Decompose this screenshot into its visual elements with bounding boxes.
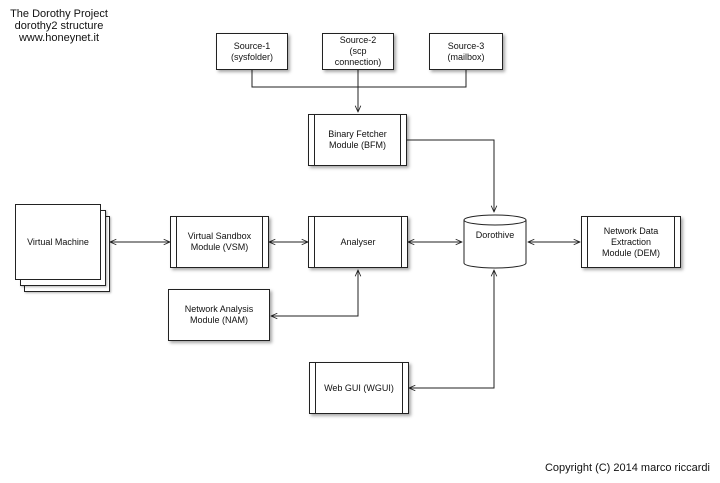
- analyser-module: Analyser: [308, 216, 408, 268]
- nam-label: Network Analysis: [184, 304, 254, 314]
- source-3-sublabel: (mailbox): [447, 51, 485, 62]
- diagram-subtitle: dorothy2 structure: [14, 20, 104, 32]
- source-2-label: Source-2 (scp: [339, 35, 377, 56]
- dorothive-label: Dorothive: [475, 230, 515, 240]
- analyser-label: Analyser: [340, 236, 376, 247]
- dorothive-database-icon: [463, 214, 527, 269]
- project-title: The Dorothy Project: [10, 8, 108, 20]
- vsm-label: Virtual Sandbox: [187, 231, 252, 241]
- web-gui-label: Web GUI (WGUI): [324, 382, 394, 393]
- dem-label-line1: Network Data: [603, 225, 659, 236]
- bfm-sublabel: Module (BFM): [328, 140, 386, 150]
- nam-sublabel: Module (NAM): [189, 315, 248, 325]
- source-1-label: Source-1: [233, 40, 271, 51]
- copyright-notice: Copyright (C) 2014 marco riccardi: [544, 462, 710, 474]
- dem-label-line3: Module (DEM): [601, 247, 660, 258]
- virtual-machine-label: Virtual Machine: [27, 236, 89, 247]
- virtual-machine-box: Virtual Machine: [15, 204, 101, 280]
- website-url: www.honeynet.it: [18, 32, 100, 44]
- source-2-sublabel: connection): [334, 57, 382, 67]
- vsm-sublabel: Module (VSM): [190, 242, 249, 252]
- source-1-box: Source-1(sysfolder): [216, 33, 288, 70]
- connector-wgui-dorothive: [409, 270, 494, 388]
- source-3-box: Source-3(mailbox): [429, 33, 503, 70]
- source-1-sublabel: (sysfolder): [230, 51, 273, 62]
- bfm-label: Binary Fetcher: [328, 129, 387, 139]
- connector-bfm-dorothive: [407, 139, 494, 212]
- web-gui-module: Web GUI (WGUI): [309, 362, 409, 414]
- connector-source3-bfm: [358, 70, 467, 88]
- connector-nam-analyser: [271, 270, 358, 316]
- diagram-header: The Dorothy Project dorothy2 structure w…: [0, 8, 118, 44]
- dem-label-line2: Extraction: [610, 236, 651, 247]
- source-3-label: Source-3: [447, 40, 485, 51]
- connector-source1-bfm: [251, 70, 358, 88]
